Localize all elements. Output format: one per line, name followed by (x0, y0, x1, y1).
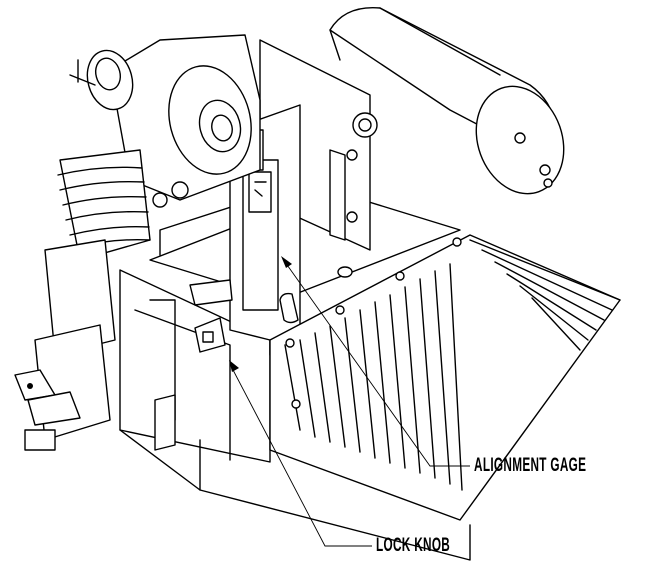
lock-knob-label: LOCK KNOB (376, 535, 451, 556)
lock-knob-leader (229, 360, 372, 547)
folded-bellows (269, 234, 621, 521)
hub-assembly (69, 34, 261, 208)
insulator-post (14, 239, 116, 451)
spring-bellows (57, 149, 151, 261)
lock-knob-bracket (154, 279, 233, 451)
motor-cylinder (329, 6, 565, 195)
alignment-gage-leader (281, 256, 470, 467)
alignment-gage-label: ALIGNMENT GAGE (474, 455, 587, 476)
